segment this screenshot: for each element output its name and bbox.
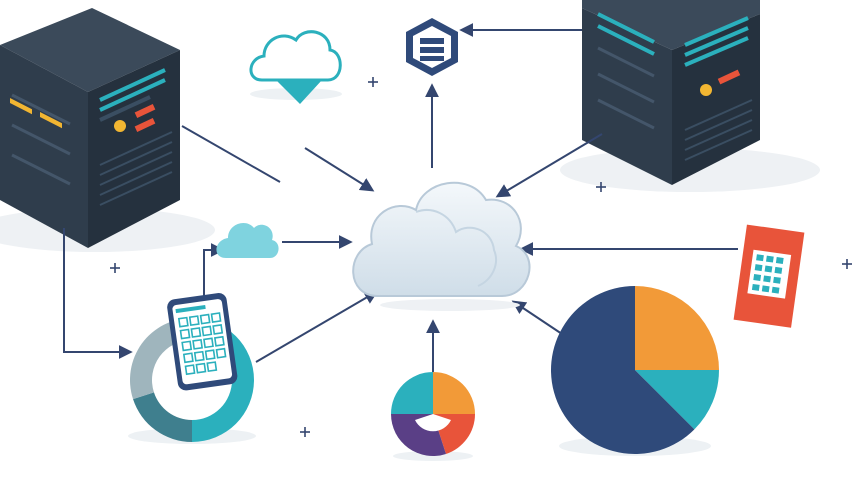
left-server-rack-icon <box>0 8 215 252</box>
plus-icons <box>110 77 852 437</box>
central-cloud-icon <box>352 181 531 311</box>
large-pie-slice-1 <box>635 370 719 430</box>
small-pie-chart-icon <box>391 372 475 461</box>
large-pie-chart-icon <box>551 286 719 456</box>
ring-chart-slice-1 <box>133 392 192 442</box>
arrow-tablet-to-cloud <box>255 290 379 363</box>
arrow-pie-to-cloud <box>511 300 563 335</box>
small-pie-slice-0 <box>433 372 475 414</box>
ring-chart-slice-0 <box>192 318 254 442</box>
large-pie-slice-2 <box>551 286 695 454</box>
small-cloud-icon <box>216 223 279 258</box>
top-cloud-icon <box>249 30 342 104</box>
large-pie-chart <box>551 286 719 454</box>
database-hexagon-icon <box>406 18 458 76</box>
plus-icon <box>368 77 378 87</box>
plus-icon <box>110 263 120 273</box>
calendar-tablet-icon <box>167 293 238 391</box>
arrow-left-server <box>181 125 281 183</box>
arrow-top-cloud-in <box>304 147 375 192</box>
right-server-rack-icon <box>560 0 820 192</box>
connector-arrows <box>63 23 738 372</box>
arrow-server-to-tablet <box>63 228 133 359</box>
small-pie-slice-3 <box>391 372 433 414</box>
plus-icon <box>300 427 310 437</box>
arrow-tablet-to-small-cloud <box>203 243 225 298</box>
large-pie-slice-0 <box>635 286 719 370</box>
plus-icon <box>596 182 606 192</box>
arrow-right-server-to-cloud <box>495 133 603 198</box>
calendar-grid-icon <box>733 224 805 328</box>
small-pie-highlight <box>415 414 451 432</box>
plus-icon <box>842 259 852 269</box>
small-pie-chart <box>391 372 475 456</box>
